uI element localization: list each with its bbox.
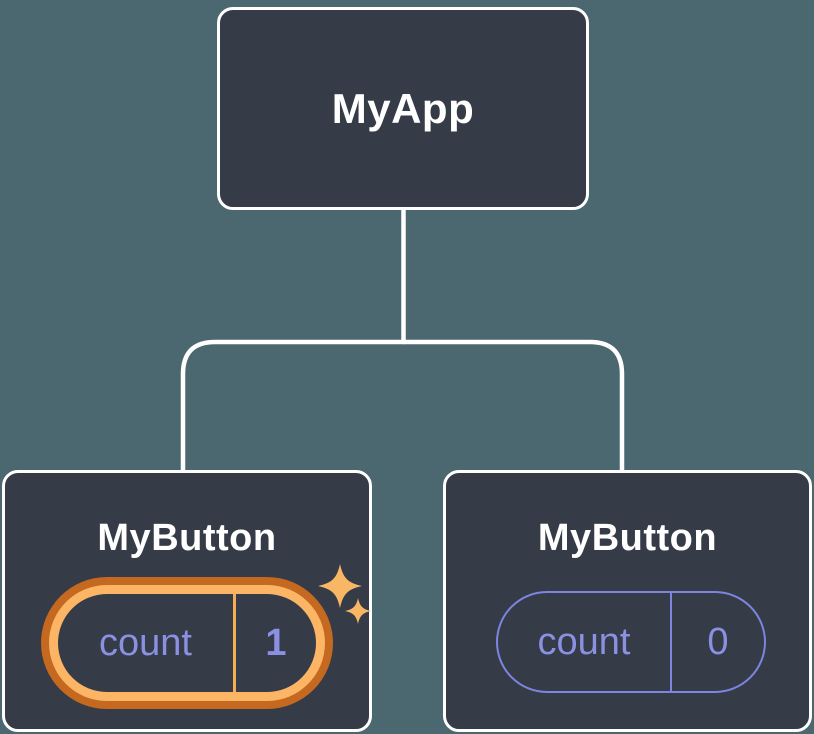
highlight-ring: count 1 bbox=[49, 585, 325, 701]
right-node-label: MyButton bbox=[537, 517, 718, 559]
state-value: 1 bbox=[265, 621, 287, 664]
state-pill-highlighted: count 1 bbox=[41, 577, 333, 709]
root-node-label: MyApp bbox=[331, 84, 475, 132]
state-key: count bbox=[537, 620, 631, 663]
state-value: 0 bbox=[707, 620, 729, 663]
left-node-label: MyButton bbox=[97, 517, 277, 559]
state-pill-divider bbox=[233, 594, 236, 692]
connector-branch bbox=[180, 339, 625, 475]
state-pill-plain: count 0 bbox=[496, 591, 766, 693]
tree-node-button-right: MyButton count 0 bbox=[443, 470, 812, 732]
sparkles-icon bbox=[318, 564, 371, 624]
state-pill-core: count 1 bbox=[58, 594, 316, 692]
tree-node-button-left: MyButton count 1 bbox=[2, 470, 372, 732]
state-pill-divider bbox=[670, 593, 672, 691]
tree-node-root: MyApp bbox=[217, 7, 589, 210]
state-key: count bbox=[99, 621, 192, 664]
